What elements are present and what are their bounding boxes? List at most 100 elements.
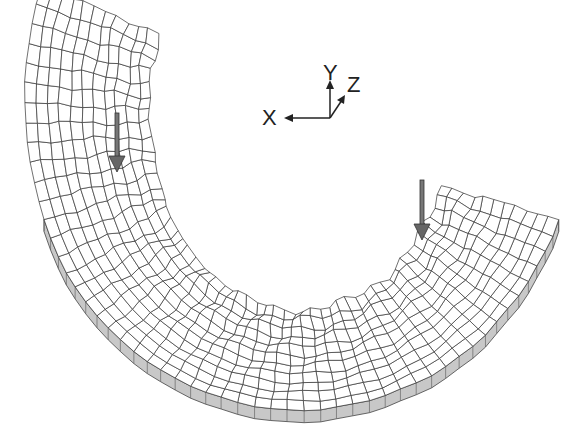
band-line [518,296,519,308]
band-line [190,386,191,398]
band-line [336,407,337,419]
mesh-element [64,158,77,176]
mesh-element [331,371,346,382]
mesh-element [48,68,61,87]
mesh-element [327,352,342,360]
band-line [108,328,109,340]
mesh-element [264,352,277,363]
z-axis [330,100,342,118]
mesh-element [77,173,92,189]
mesh-element [50,47,62,69]
finite-element-mesh [25,0,559,411]
axis-label: Y [323,62,338,84]
z-axis-head [337,95,345,104]
mesh-element [82,107,93,122]
band-line [221,397,222,409]
band-line [496,322,497,334]
band-line [459,356,460,368]
band-line [416,383,417,395]
band-line [431,376,432,388]
axis-triad [284,80,345,122]
x-axis [290,117,330,119]
mesh-element [26,44,40,67]
band-line [304,411,305,423]
load-arrow-head [109,156,125,172]
mesh-element [272,305,284,320]
mesh-element [104,90,114,109]
band-line [254,407,255,419]
mesh-element [39,47,51,68]
mesh-element [300,308,310,316]
mesh-element [310,308,322,319]
mesh-element [325,341,341,352]
band-line [66,273,67,285]
load-arrow-head [414,224,430,240]
mesh-element [26,123,39,142]
mesh-element [25,82,37,103]
mesh-side-band [44,219,559,422]
mesh-element [60,69,73,90]
mesh-element [300,315,314,330]
mesh-element [82,122,93,140]
mesh-element [271,399,287,409]
mesh-element [114,183,129,195]
mesh-element [303,401,320,411]
band-line [75,287,76,299]
mesh-element [290,373,304,384]
band-line [97,316,98,328]
mesh-element [318,382,334,391]
mesh-element [82,89,93,108]
mesh-element [395,258,407,271]
mesh-element [37,66,50,86]
band-line [536,266,537,278]
band-line [369,401,370,413]
mesh-element [93,136,107,155]
band-line [120,340,121,352]
band-line [160,370,161,382]
band-line [385,395,386,407]
mesh-element [153,200,166,211]
mesh-element [303,371,318,382]
mesh-element [97,45,109,64]
mesh-element [315,360,331,372]
mesh-element [316,371,333,382]
band-line [58,257,59,269]
band-line [85,302,86,314]
mesh-element [272,391,288,399]
mesh-element [36,84,48,104]
band-line [287,410,288,422]
band-line [205,392,206,404]
band-line [270,409,271,421]
mesh-element [70,106,83,122]
mesh-element [36,103,49,124]
mesh-element [119,137,129,151]
mesh-element [318,390,335,402]
mesh-element [139,98,151,110]
load-arrow-shaft [420,180,424,226]
axis-label: X [262,107,277,129]
band-line [320,410,321,422]
band-line [175,378,176,390]
mesh-side-band-shape [44,220,559,423]
mesh-element [246,295,258,316]
mesh-element [93,107,107,125]
mesh-element [284,310,296,320]
band-line [400,389,401,401]
mesh-element [140,81,150,99]
mesh-element [128,84,141,100]
band-line [545,251,546,263]
band-line [485,335,486,347]
mesh-element [47,103,58,124]
mesh-element [106,63,118,78]
mesh-element [146,28,159,50]
band-line [147,362,148,374]
mesh-element [61,50,74,71]
mesh-element [72,70,82,91]
band-line [445,366,446,378]
mesh-element [282,327,291,339]
mesh-element [303,390,321,401]
mesh-element [145,173,162,190]
band-line [528,281,529,293]
y-axis [329,86,331,118]
